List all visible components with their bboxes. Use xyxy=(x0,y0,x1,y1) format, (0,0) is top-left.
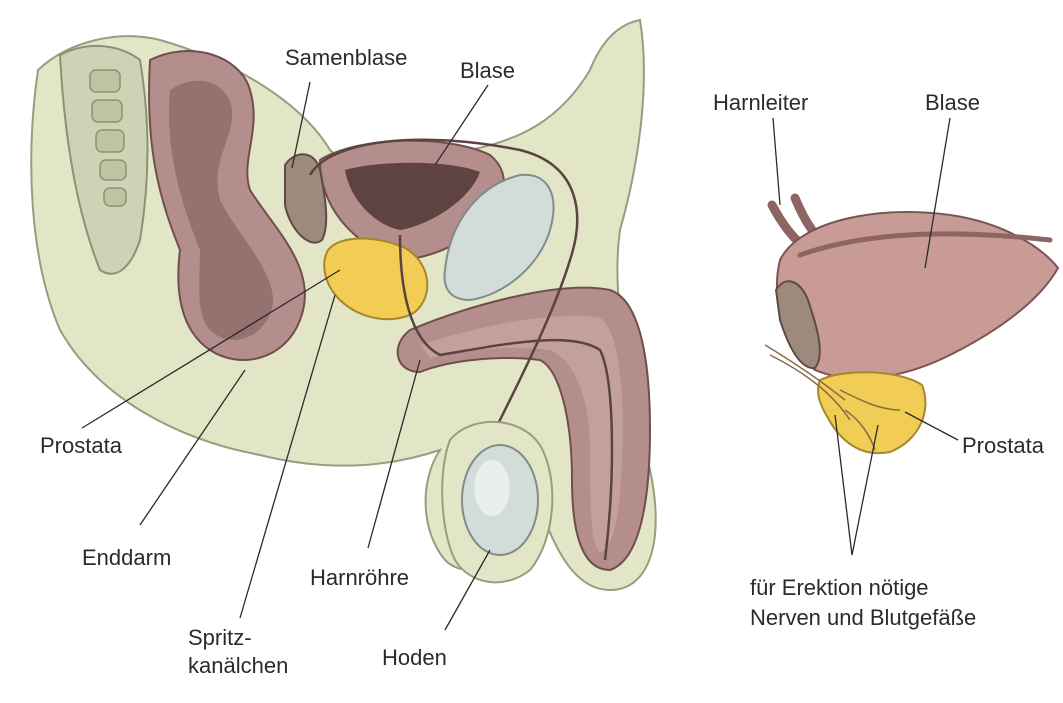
label-spritz-line1: Spritz- xyxy=(188,625,252,651)
sagittal-section xyxy=(31,20,655,590)
label-prostata-left: Prostata xyxy=(40,433,122,459)
label-blase-right: Blase xyxy=(925,90,980,116)
label-samenblase: Samenblase xyxy=(285,45,407,71)
label-prostata-right: Prostata xyxy=(962,433,1044,459)
label-nerven-line2: Nerven und Blutgefäße xyxy=(750,605,976,631)
label-hoden: Hoden xyxy=(382,645,447,671)
label-harnleiter: Harnleiter xyxy=(713,90,808,116)
label-blase-left: Blase xyxy=(460,58,515,84)
label-nerven-line1: für Erektion nötige xyxy=(750,575,929,601)
label-harnroehre: Harnröhre xyxy=(310,565,409,591)
label-enddarm: Enddarm xyxy=(82,545,171,571)
label-spritz-line2: kanälchen xyxy=(188,653,288,679)
ureter-right xyxy=(795,198,812,230)
